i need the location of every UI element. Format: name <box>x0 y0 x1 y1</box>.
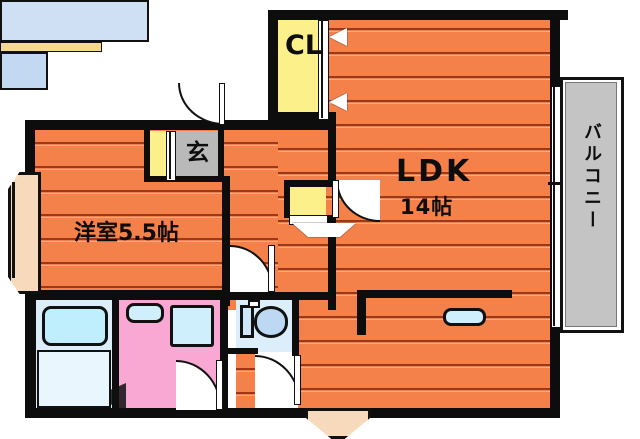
bath-door-mark <box>92 383 126 411</box>
ldk-door-leaf[interactable] <box>332 180 339 218</box>
window-ldk-balcony <box>551 86 561 328</box>
wall-bedroom-bottom <box>25 290 230 300</box>
label-entrance: 玄 <box>186 140 209 166</box>
wall-bath-washroom <box>112 296 119 412</box>
toilet-lever <box>248 300 260 308</box>
vanity-sink <box>126 303 164 323</box>
shoe-closet-door-line <box>169 131 171 179</box>
entrance-tile <box>174 131 222 179</box>
kitchen-counter-top <box>0 42 102 52</box>
label-balcony: バルコニー <box>581 122 602 232</box>
balcony-floor <box>566 83 616 326</box>
shoe-closet-door[interactable] <box>166 131 176 181</box>
cooktop <box>0 52 48 90</box>
toilet-door-leaf[interactable] <box>294 355 301 405</box>
wall-top-ldk <box>268 10 568 20</box>
bay-window-bedroom-glass <box>12 182 15 278</box>
shoe-closet <box>148 131 166 179</box>
wall-entrance-left <box>144 120 150 182</box>
wall-kitchen-left <box>357 290 366 335</box>
wall-hall-closet-left <box>284 180 290 218</box>
wall-entrance-right <box>218 120 224 182</box>
toilet-tank <box>240 305 254 338</box>
kitchen-sink <box>443 308 486 326</box>
hall-closet <box>289 186 326 215</box>
label-ldk: LDK <box>396 154 473 189</box>
wall-cl-bottom <box>268 112 328 121</box>
wall-hall-closet-top <box>284 180 336 187</box>
cl-closet-door-line <box>321 20 323 118</box>
label-closet-cl: CL <box>285 30 323 61</box>
cl-fold-mark-top <box>329 28 347 46</box>
wall-entrance-recess-top <box>144 120 224 130</box>
wall-toilet-bottom <box>228 348 258 354</box>
hall-closet-fold <box>292 223 356 251</box>
cl-closet-door[interactable] <box>318 20 329 120</box>
bathtub <box>42 306 108 346</box>
washroom-door-leaf[interactable] <box>216 360 223 410</box>
label-ldk-size: 14帖 <box>400 195 454 219</box>
wall-bedroom-hallway <box>222 176 230 306</box>
wall-hallway-bottom <box>222 292 336 300</box>
washer-space <box>170 305 214 347</box>
kitchen-counter <box>0 0 149 42</box>
toilet-bowl <box>254 306 288 338</box>
bay-window-ldk <box>305 408 371 439</box>
wall-washroom-toilet <box>220 296 228 412</box>
label-bedroom: 洋室5.5帖 <box>74 221 179 246</box>
wall-entrance-bottom <box>144 176 224 182</box>
closet-cl-floor <box>276 20 318 118</box>
window-mullion-2 <box>553 86 555 326</box>
wall-left-cl <box>268 10 278 120</box>
balcony-inner-frame <box>565 82 617 327</box>
wall-kitchen-top <box>357 290 512 298</box>
entrance-door-leaf[interactable] <box>219 83 225 125</box>
wall-hallway-ldk <box>328 112 336 180</box>
cl-fold-mark-bottom <box>329 93 347 111</box>
wall-bottom-outer <box>25 408 560 418</box>
window-mullion-1 <box>548 182 562 185</box>
bedroom-door-leaf[interactable] <box>268 245 275 292</box>
entrance-door-arc[interactable] <box>178 83 224 125</box>
wall-bath-left <box>30 296 36 412</box>
wall-hallway-ldk-lower <box>328 215 336 310</box>
wall-toilet-right <box>292 296 299 356</box>
balcony-frame <box>560 77 624 333</box>
bath-floor-area <box>37 350 111 408</box>
